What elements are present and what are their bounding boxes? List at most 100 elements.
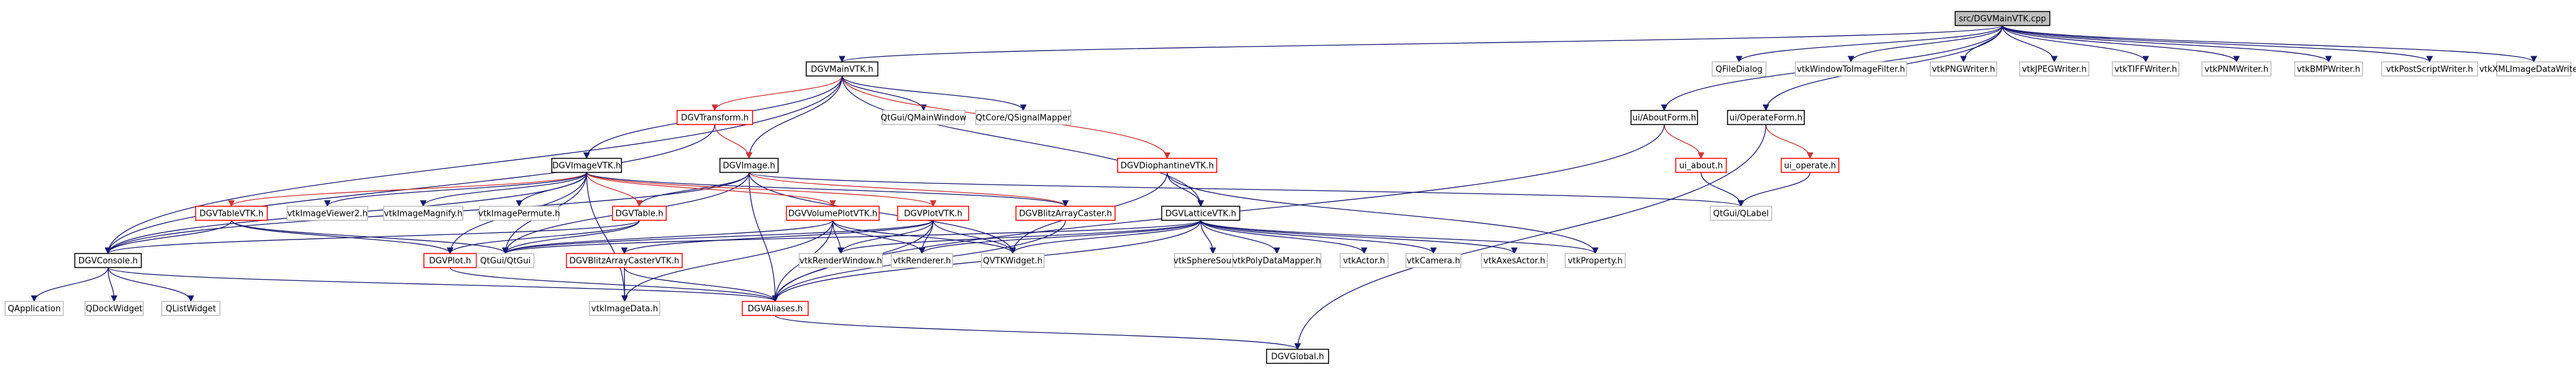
node-label-viewer2: vtkImageViewer2.h [287,209,368,219]
node-qvtkwidget[interactable]: QVTKWidget.h [981,253,1045,268]
edge-imagevtk-to-magnify [419,172,588,208]
edge-plotvtk-to-blitzcastervtk [621,220,934,255]
node-label-pnm: vtkPNMWriter.h [2205,65,2268,75]
edge-volumeplot-to-qtgui [502,220,834,255]
node-box-axesactor [1481,253,1548,268]
node-qapplication[interactable]: QApplication [4,301,64,316]
node-box-qsignalmapper [975,110,1072,125]
node-diophantine[interactable]: DGVDiophantineVTK.h [1117,158,1217,173]
node-image[interactable]: DGVImage.h [719,158,779,173]
edge-image-to-qlabel [748,172,1744,208]
node-permute[interactable]: vtkImagePermute.h [478,206,560,221]
node-magnify[interactable]: vtkImageMagnify.h [383,206,464,221]
node-blitzcastervtk[interactable]: DGVBlitzArrayCasterVTK.h [566,253,683,268]
edge-operateform-to-global [1294,124,1767,351]
node-qfiledialog[interactable]: QFileDialog [1712,61,1767,77]
node-ui_about[interactable]: ui_about.h [1675,158,1727,173]
node-label-qdockwidget: QDockWidget [86,305,143,314]
node-root[interactable]: src/DGVMainVTK.cpp [1955,11,2050,26]
node-bmp[interactable]: vtkBMPWriter.h [2294,61,2363,77]
node-box-polymapper [1232,253,1322,268]
node-qlabel[interactable]: QtGui/QLabel [1710,206,1772,221]
node-box-qvtkwidget [981,253,1045,268]
node-plot[interactable]: DGVPlot.h [423,253,477,268]
node-label-renderer: vtkRenderer.h [893,257,951,266]
edge-lattice-to-qtgui [502,220,1201,255]
node-box-table [612,206,667,221]
node-box-global [1266,349,1329,364]
node-box-camera [1405,253,1462,268]
edge-lattice-to-qvtkwidget [1009,220,1201,255]
node-camera[interactable]: vtkCamera.h [1405,253,1462,268]
node-ui_operate[interactable]: ui_operate.h [1781,158,1839,173]
node-operateform[interactable]: ui/OperateForm.h [1727,110,1805,125]
node-imagevtk[interactable]: DGVImageVTK.h [551,158,622,173]
node-tablevtk[interactable]: DGVTableVTK.h [195,206,268,221]
node-label-polymapper: vtkPolyDataMapper.h [1233,257,1321,266]
node-qsignalmapper[interactable]: QtCore/QSignalMapper [975,110,1072,125]
node-renderer[interactable]: vtkRenderer.h [891,253,953,268]
node-table[interactable]: DGVTable.h [612,206,667,221]
node-pnm[interactable]: vtkPNMWriter.h [2201,61,2272,77]
node-label-qsignalmapper: QtCore/QSignalMapper [976,114,1072,123]
node-label-qmainwindow: QtGui/QMainWindow [880,114,967,123]
edge-root-to-win2img [1847,25,2003,63]
node-blitzcaster[interactable]: DGVBlitzArrayCaster.h [1015,206,1116,221]
node-property[interactable]: vtkProperty.h [1565,253,1626,268]
node-lattice[interactable]: DGVLatticeVTK.h [1161,206,1240,221]
node-label-qlistwidget: QListWidget [166,305,216,314]
node-qdockwidget[interactable]: QDockWidget [84,301,144,316]
node-label-magnify: vtkImageMagnify.h [384,209,463,219]
node-label-transform: DGVTransform.h [681,114,749,123]
node-box-renderwindow [799,253,883,268]
edge-lattice-to-renderwindow [838,220,1201,255]
node-imagedata[interactable]: vtkImageData.h [589,301,660,316]
node-plotvtk[interactable]: DGVPlotVTK.h [897,206,969,221]
edge-imagevtk-to-table [586,172,643,208]
node-volumeplot[interactable]: DGVVolumePlotVTK.h [786,206,880,221]
edge-console-to-qlistwidget [107,267,194,303]
node-axesactor[interactable]: vtkAxesActor.h [1481,253,1548,268]
node-box-permute [479,206,559,221]
node-jpeg[interactable]: vtkJPEGWriter.h [2019,61,2089,77]
edge-lattice-to-axesactor [1200,220,1518,255]
node-box-qlabel [1710,206,1772,221]
node-actor[interactable]: vtkActor.h [1339,253,1389,268]
node-box-property [1565,253,1626,268]
node-box-operateform [1727,110,1805,125]
node-png[interactable]: vtkPNGWriter.h [1930,61,1997,77]
edge-diophantine-to-lattice [1166,172,1205,208]
node-ps[interactable]: vtkPostScriptWriter.h [2381,61,2478,77]
node-console[interactable]: DGVConsole.h [74,253,142,268]
node-renderwindow[interactable]: vtkRenderWindow.h [799,253,883,268]
node-mainvtk[interactable]: DGVMainVTK.h [806,61,878,77]
node-box-mainvtk [806,61,878,77]
node-box-qapplication [4,301,64,316]
node-box-imagedata [589,301,660,316]
node-label-qfiledialog: QFileDialog [1715,65,1762,75]
node-aboutform[interactable]: ui/AboutForm.h [1630,110,1698,125]
node-qmainwindow[interactable]: QtGui/QMainWindow [880,110,967,125]
edge-mainvtk-to-lattice [841,75,1205,208]
node-global[interactable]: DGVGlobal.h [1266,349,1329,364]
edge-console-to-qapplication [31,267,109,303]
edge-aliases-to-global [774,315,1301,351]
node-polymapper[interactable]: vtkPolyDataMapper.h [1232,253,1322,268]
node-viewer2[interactable]: vtkImageViewer2.h [286,206,368,221]
edge-table-to-qtgui [502,220,640,255]
node-label-tablevtk: DGVTableVTK.h [199,209,263,219]
node-label-table: DGVTable.h [616,209,664,219]
node-xml[interactable]: vtkXMLImageDataWriter.h [2479,61,2576,77]
node-aliases[interactable]: DGVAliases.h [742,301,809,316]
node-qtgui[interactable]: QtGui/QtGui [476,253,535,268]
node-qlistwidget[interactable]: QListWidget [161,301,221,316]
edge-imagevtk-to-viewer2 [324,172,588,208]
node-box-root [1955,11,2050,26]
edge-diophantine-to-property [1166,172,1599,255]
node-label-imagedata: vtkImageData.h [591,305,658,314]
node-box-viewer2 [286,206,368,221]
node-tiff[interactable]: vtkTIFFWriter.h [2112,61,2180,77]
node-transform[interactable]: DGVTransform.h [676,110,753,125]
node-win2img[interactable]: vtkWindowToImageFilter.h [1795,61,1907,77]
